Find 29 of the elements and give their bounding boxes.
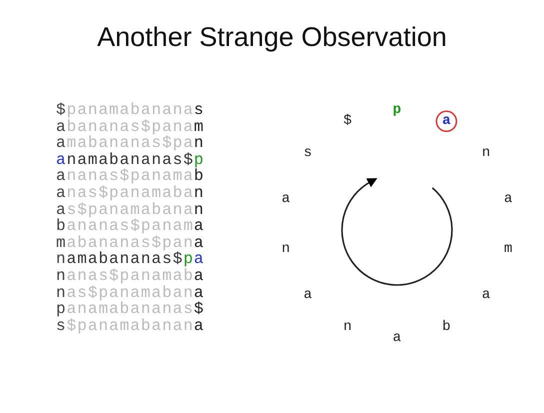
rotation-row: panamabananas$ (56, 302, 205, 318)
circle-letter: n (343, 318, 352, 335)
circle-letter: a (442, 113, 451, 130)
circle-letter: p (392, 102, 402, 118)
rotation-row: s$panamabanana (56, 318, 205, 334)
rotation-row: mabananas$pana (56, 236, 205, 251)
circle-letter: m (504, 241, 512, 258)
rotation-row: $panamabananas (56, 103, 205, 118)
circle-letter: b (442, 318, 451, 335)
circle-letter: a (482, 287, 490, 304)
circle-letter: a (282, 190, 290, 207)
rotation-row: as$panamabanan (56, 202, 205, 218)
circle-letter: a (392, 330, 402, 346)
circle-letter: s (304, 144, 312, 161)
rotation-row: nas$panamabana (56, 286, 205, 301)
circle-letter: n (482, 144, 490, 161)
rotation-row: namabananas$pa (56, 252, 205, 268)
rotation-row: anas$panamaban (56, 186, 205, 201)
circle-letter: a (504, 190, 512, 207)
circle-letter: $ (343, 113, 352, 130)
slide-title: Another Strange Observation (96, 22, 448, 53)
rotation-row: amabananas$pan (56, 136, 205, 152)
rotation-row: bananas$panama (56, 219, 205, 234)
circle-letter: n (282, 241, 290, 258)
rotation-row: abananas$panam (56, 120, 205, 135)
rotation-row: anamabananas$p (56, 152, 205, 168)
rotation-row: nanas$panamaba (56, 269, 205, 284)
circle-letter: a (304, 287, 312, 304)
rotation-row: ananas$panamab (56, 169, 205, 184)
